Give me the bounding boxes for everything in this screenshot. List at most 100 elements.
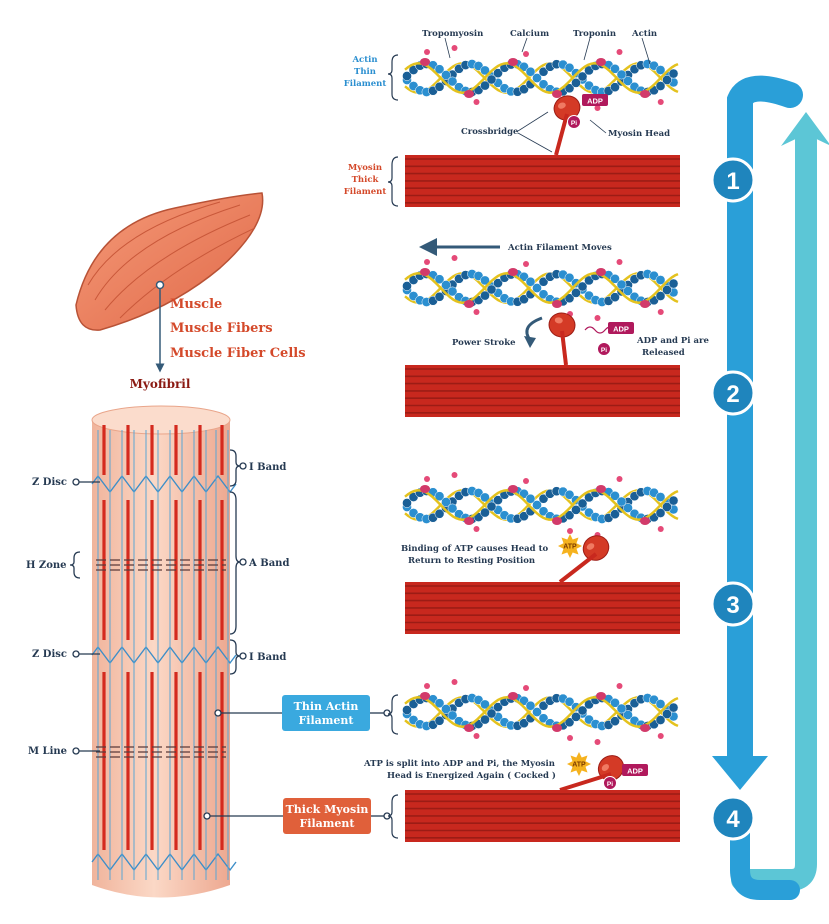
thick-myosin-label-1: Thick Myosin: [286, 803, 369, 816]
calcium-ion: [658, 526, 664, 532]
troponin: [596, 268, 606, 276]
calcium-ion: [474, 526, 480, 532]
myofibril-label: Myofibril: [130, 377, 191, 391]
adp-tag-text: ADP: [613, 325, 629, 334]
z-disc-mid-label: Z Disc: [32, 649, 67, 660]
calcium-ion: [523, 478, 529, 484]
troponin: [508, 58, 518, 66]
calcium-ion: [424, 476, 430, 482]
pi-text: Pi: [601, 347, 607, 354]
troponin: [464, 300, 474, 308]
troponin: [420, 58, 430, 66]
troponin: [552, 90, 562, 98]
i-band-top-label: I Band: [249, 462, 286, 473]
actin-thin-label-3: Filament: [344, 79, 387, 89]
step-2-actin-filament: [402, 255, 678, 321]
myofibril-cylinder: [92, 406, 236, 898]
troponin: [640, 724, 650, 732]
troponin: [420, 268, 430, 276]
troponin: [640, 517, 650, 525]
calcium-ion: [617, 49, 623, 55]
myosin-thick-label-3: Filament: [344, 187, 387, 197]
step-4-pi: Pi: [604, 777, 617, 790]
power-stroke-label: Power Stroke: [452, 338, 516, 348]
released-label-1: ADP and Pi are: [636, 336, 709, 346]
actin-bead: [669, 69, 678, 78]
pi-text: Pi: [607, 781, 613, 788]
calcium-ion: [617, 683, 623, 689]
left-labels: Z Disc H Zone Z Disc M Line: [26, 477, 100, 757]
troponin: [640, 300, 650, 308]
troponin-label: Troponin: [573, 29, 616, 39]
adp-tag-text: ADP: [587, 97, 603, 106]
calcium-ion: [595, 315, 601, 321]
calcium-ion: [567, 528, 573, 534]
step-3-atp-binding: ATP: [558, 531, 613, 582]
calcium-label: Calcium: [510, 29, 549, 39]
muscle-label: Muscle: [170, 297, 222, 312]
actin-label: Actin: [631, 29, 657, 39]
binding-label-1: Binding of ATP causes Head to: [401, 544, 549, 554]
actin-bead: [669, 496, 678, 505]
muscle-fibers-label: Muscle Fibers: [170, 321, 273, 336]
calcium-ion: [452, 679, 458, 685]
step-1-number: 1: [726, 168, 739, 195]
step-3-actin-filament: [402, 472, 678, 538]
troponin: [596, 692, 606, 700]
h-zone-label: H Zone: [26, 560, 67, 571]
actin-bead: [669, 703, 678, 712]
troponin: [420, 692, 430, 700]
calcium-ion: [424, 49, 430, 55]
calcium-ion: [523, 51, 529, 57]
thin-actin-callout: Thin Actin Filament: [215, 695, 390, 731]
tropomyosin-label: Tropomyosin: [422, 29, 483, 39]
troponin: [420, 485, 430, 493]
troponin: [464, 517, 474, 525]
released-label-2: Released: [642, 348, 685, 358]
z-disc-top-label: Z Disc: [32, 477, 67, 488]
calcium-ion: [474, 309, 480, 315]
actin-bead: [669, 279, 678, 288]
step-4-cocked-head: ATPADPPi: [560, 750, 648, 790]
step-2-power-stroke: ADP Pi: [524, 311, 634, 365]
step-2-thick-filament: [405, 365, 680, 417]
thin-actin-label-2: Filament: [298, 714, 354, 727]
step-3-atp: ATP: [558, 534, 582, 558]
calcium-ion: [452, 472, 458, 478]
troponin: [464, 90, 474, 98]
step-3-badge: 3: [712, 583, 754, 625]
band-labels: I Band A Band I Band: [230, 450, 289, 674]
calcium-ion: [424, 683, 430, 689]
myosin-head: [579, 531, 614, 565]
thick-myosin-callout: Thick Myosin Filament: [204, 798, 390, 834]
calcium-ion: [658, 733, 664, 739]
myosin-thick-label-1: Myosin: [348, 163, 382, 173]
step-1-crossbridge: ADP Pi: [551, 92, 608, 155]
m-line-label: M Line: [28, 746, 67, 757]
step-4-thick-filament: [405, 790, 680, 842]
myosin-head-label: Myosin Head: [608, 129, 670, 139]
step-1-actin-filament: [402, 45, 678, 111]
step-1-adp-tag: ADP: [582, 94, 608, 106]
i-band-mid-label: I Band: [249, 652, 286, 663]
troponin: [596, 485, 606, 493]
step-1-pi: Pi: [568, 116, 581, 129]
calcium-ion: [617, 259, 623, 265]
thin-actin-label-1: Thin Actin: [294, 700, 359, 713]
step-3-labels: Binding of ATP causes Head to Return to …: [401, 544, 549, 566]
calcium-ion: [658, 309, 664, 315]
calcium-ion: [452, 45, 458, 51]
step-1-badge: 1: [712, 159, 754, 201]
step-2-adp-tag: ADP: [608, 322, 634, 334]
calcium-ion: [474, 99, 480, 105]
crossbridge-label: Crossbridge: [461, 127, 519, 137]
calcium-ion: [452, 255, 458, 261]
step-3-thick-filament: [405, 582, 680, 634]
adp-tag-text: ADP: [627, 767, 643, 776]
calcium-ion: [523, 685, 529, 691]
binding-label-2: Return to Resting Position: [408, 556, 535, 566]
myosin-thick-label-2: Thick: [352, 175, 380, 185]
calcium-ion: [424, 259, 430, 265]
